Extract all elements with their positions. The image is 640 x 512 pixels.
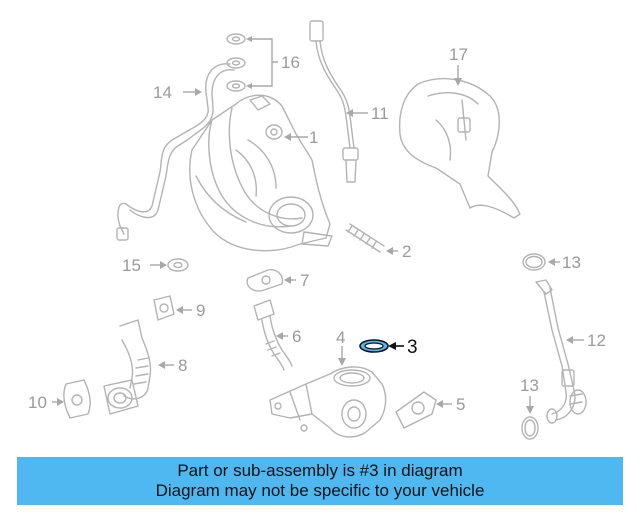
- callout-11: 11: [371, 104, 389, 123]
- oil-feed-line-14: [116, 63, 235, 241]
- banner-line-disclaimer: Diagram may not be specific to your vehi…: [155, 481, 485, 500]
- callout-12: 12: [587, 331, 606, 350]
- gasket-10: [52, 379, 91, 419]
- oil-return-pipe-6: [253, 299, 293, 371]
- washer-15: [150, 258, 189, 272]
- callout-8: 8: [178, 356, 187, 375]
- seal-13-upper: [522, 253, 560, 271]
- callout-3: 3: [407, 337, 418, 358]
- callout-13-upper: 13: [562, 253, 581, 272]
- callout-10: 10: [28, 393, 47, 412]
- seal-13-lower: [521, 396, 539, 440]
- banner-line-part: Part or sub-assembly is #3 in diagram: [177, 461, 463, 480]
- gasket-3-highlighted: [359, 339, 404, 353]
- callout-7: 7: [300, 271, 309, 290]
- info-banner: Part or sub-assembly is #3 in diagram Di…: [17, 457, 623, 505]
- washer-group-16: [226, 33, 278, 92]
- gasket-5: [395, 391, 452, 429]
- callout-4: 4: [336, 328, 345, 347]
- callout-17: 17: [449, 45, 468, 64]
- callout-9: 9: [196, 301, 205, 320]
- gasket-7: [246, 269, 296, 292]
- callout-2: 2: [402, 242, 411, 261]
- callout-13-lower: 13: [520, 376, 539, 395]
- callout-16: 16: [281, 53, 300, 72]
- parts-diagram: 16 14 1 11: [28, 20, 606, 440]
- callout-14: 14: [153, 83, 172, 102]
- oxygen-sensor-11: [309, 20, 368, 183]
- exhaust-adapter-4: [269, 346, 387, 438]
- stud-2: [345, 223, 398, 255]
- coolant-pipe-12: [535, 279, 587, 424]
- turbocharger-1: [189, 94, 333, 252]
- heat-shield-17: [398, 65, 521, 219]
- callout-6: 6: [292, 327, 301, 346]
- egr-pipe-8: [103, 319, 174, 415]
- callout-1: 1: [309, 128, 318, 147]
- callout-5: 5: [456, 395, 465, 414]
- gasket-9: [153, 295, 192, 321]
- callout-15: 15: [122, 256, 141, 275]
